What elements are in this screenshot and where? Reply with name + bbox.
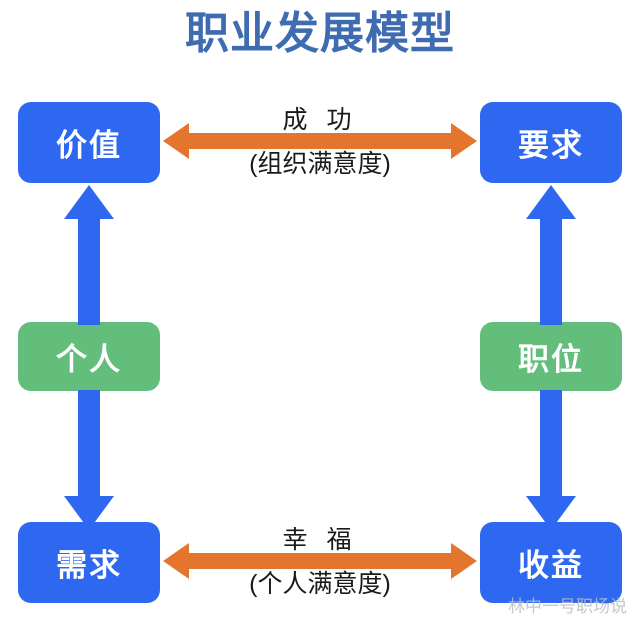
node-demand-label: 要求 (518, 128, 584, 163)
node-demand[interactable]: 要求 (480, 102, 622, 183)
node-person[interactable]: 个人 (18, 322, 160, 391)
connector-position-to-income-arrow (524, 390, 578, 530)
node-position-label: 职位 (518, 342, 584, 377)
watermark: 林中一号职场说 (508, 597, 627, 616)
node-value-label: 价值 (56, 128, 122, 163)
node-person-label: 个人 (56, 342, 122, 377)
connector-person-to-need-arrow (62, 390, 116, 530)
connector-position-to-demand-arrow (524, 185, 578, 325)
node-position[interactable]: 职位 (480, 322, 622, 391)
connector-happiness-main-label: 幸 福 (282, 526, 358, 554)
page-title: 职业发展模型 (185, 9, 455, 58)
node-income[interactable]: 收益 (480, 522, 622, 603)
node-value[interactable]: 价值 (18, 102, 160, 183)
connector-happiness-sub-label: (个人满意度) (249, 570, 391, 598)
connector-happiness-arrow (163, 540, 477, 582)
connector-success-arrow (163, 120, 477, 162)
connector-success-main-label: 成 功 (282, 106, 358, 134)
connector-person-to-value-arrow (62, 185, 116, 325)
connector-success-sub-label: (组织满意度) (249, 150, 391, 178)
node-income-label: 收益 (518, 548, 584, 583)
node-need[interactable]: 需求 (18, 522, 160, 603)
node-need-label: 需求 (56, 548, 122, 583)
